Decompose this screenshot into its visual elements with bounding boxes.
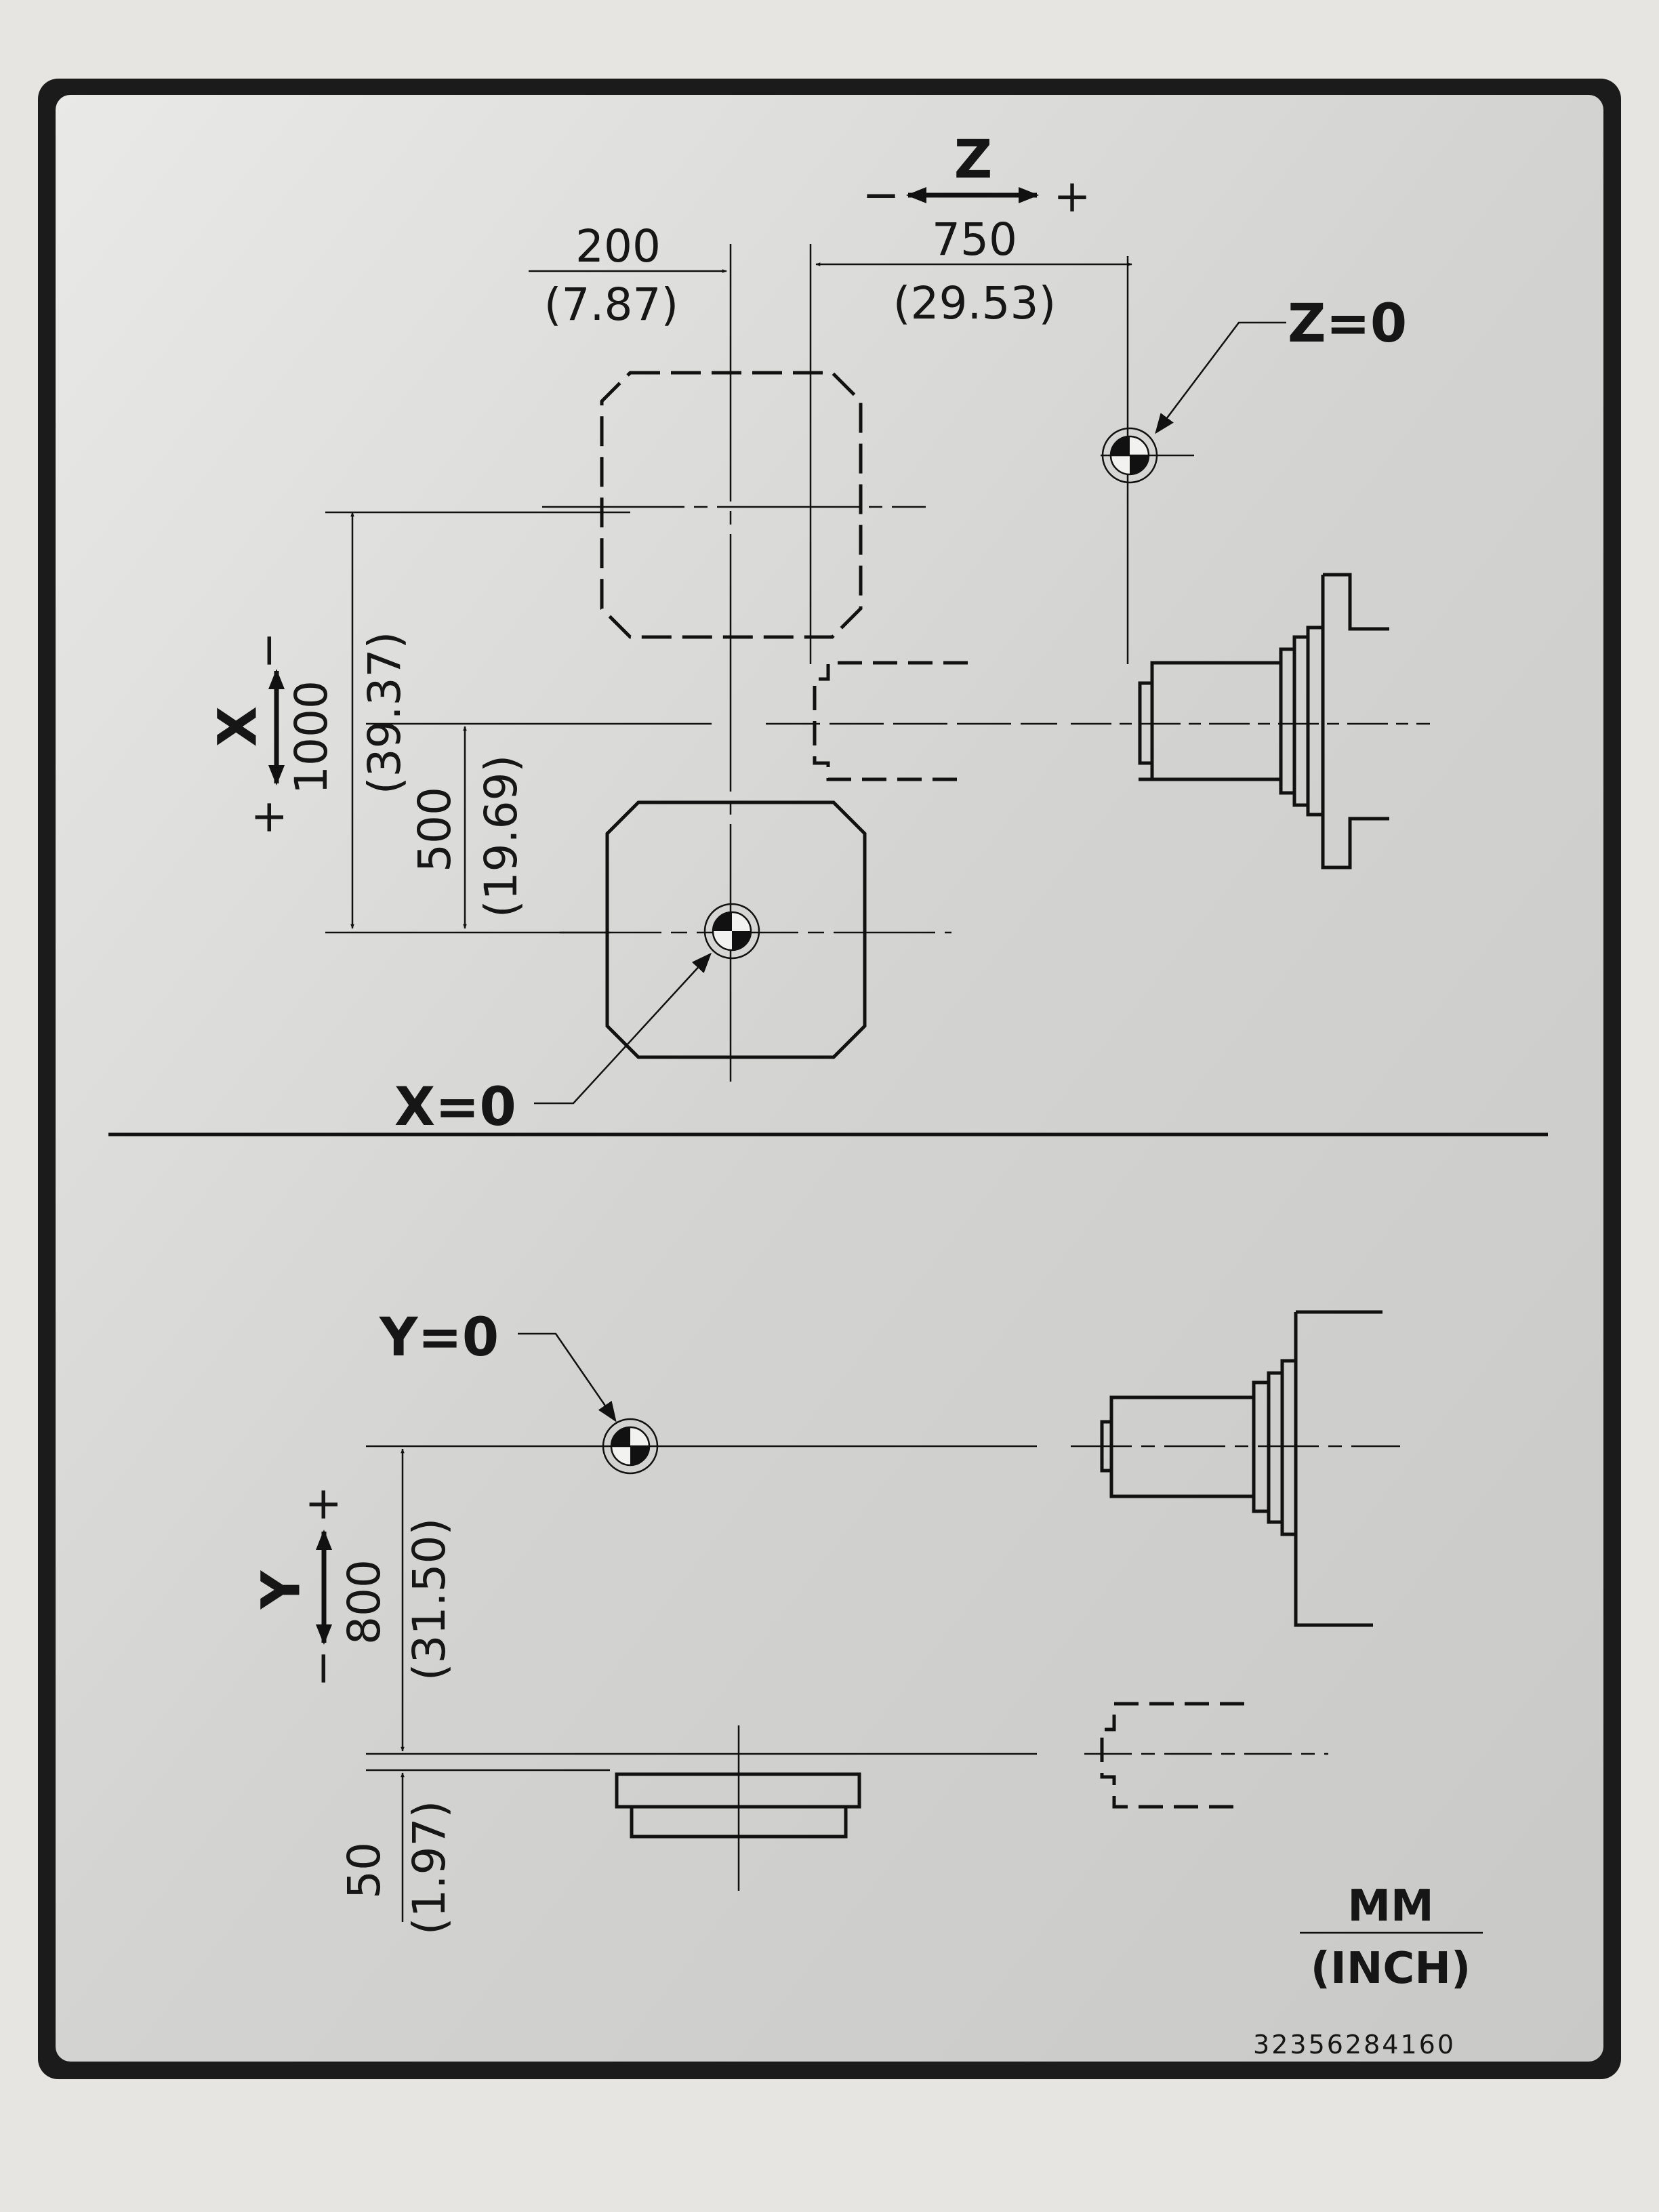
z-zero-label: Z=0 [1288,293,1407,354]
z-axis-minus: − [862,169,899,221]
y-axis-plus: + [296,1486,348,1523]
dim-1000-inch: (39.37) [359,632,411,794]
dim-750-inch: (29.53) [893,277,1056,329]
dim-500-inch: (19.69) [475,755,527,918]
z-axis-label: Z [954,129,993,190]
x-axis-label: X [207,706,268,747]
dim-800-inch: (31.50) [403,1518,455,1681]
dim-50-mm: 50 [338,1842,390,1899]
unit-mm: MM [1347,1881,1433,1931]
x-zero-symbol [703,903,760,960]
spindle-head-bottom [1071,1310,1400,1627]
dim-800-mm: 800 [338,1559,390,1645]
dim-200-inch: (7.87) [544,279,678,331]
workpiece-upper-dashed [600,371,863,639]
plate-face [56,95,1603,2062]
z-axis-plus: + [1053,170,1090,222]
z-zero-leader [1155,321,1286,434]
y-zero-label: Y=0 [379,1307,499,1368]
pallet-bottom [615,1725,861,1891]
dim-50-inch: (1.97) [403,1801,455,1935]
top-view: Z − + 750 (29.53) 200 (7.87) Z=0 [207,129,1430,1138]
y-axis-label: Y [251,1570,312,1610]
part-number: 32356284160 [1253,2030,1456,2060]
workpiece-lower [605,800,867,1059]
y-axis-minus: − [296,1650,348,1687]
dim-1000-mm: 1000 [285,680,337,794]
z-zero-symbol [1101,427,1194,484]
unit-inch: (INCH) [1311,1944,1471,1994]
spindle-top-dashed [813,661,968,781]
dim-750-mm: 750 [932,213,1017,266]
x-axis-plus: + [242,798,294,836]
y-zero-leader [518,1332,617,1422]
x-zero-leader [534,952,712,1105]
spindle-head-top [1071,573,1430,869]
dim-200-mm: 200 [575,220,661,272]
bottom-view: Y=0 + Y − 800 (31.50) [251,1307,1483,2060]
dim-500-mm: 500 [409,787,461,872]
x-zero-label: X=0 [394,1077,516,1138]
x-axis-minus: − [242,632,294,669]
